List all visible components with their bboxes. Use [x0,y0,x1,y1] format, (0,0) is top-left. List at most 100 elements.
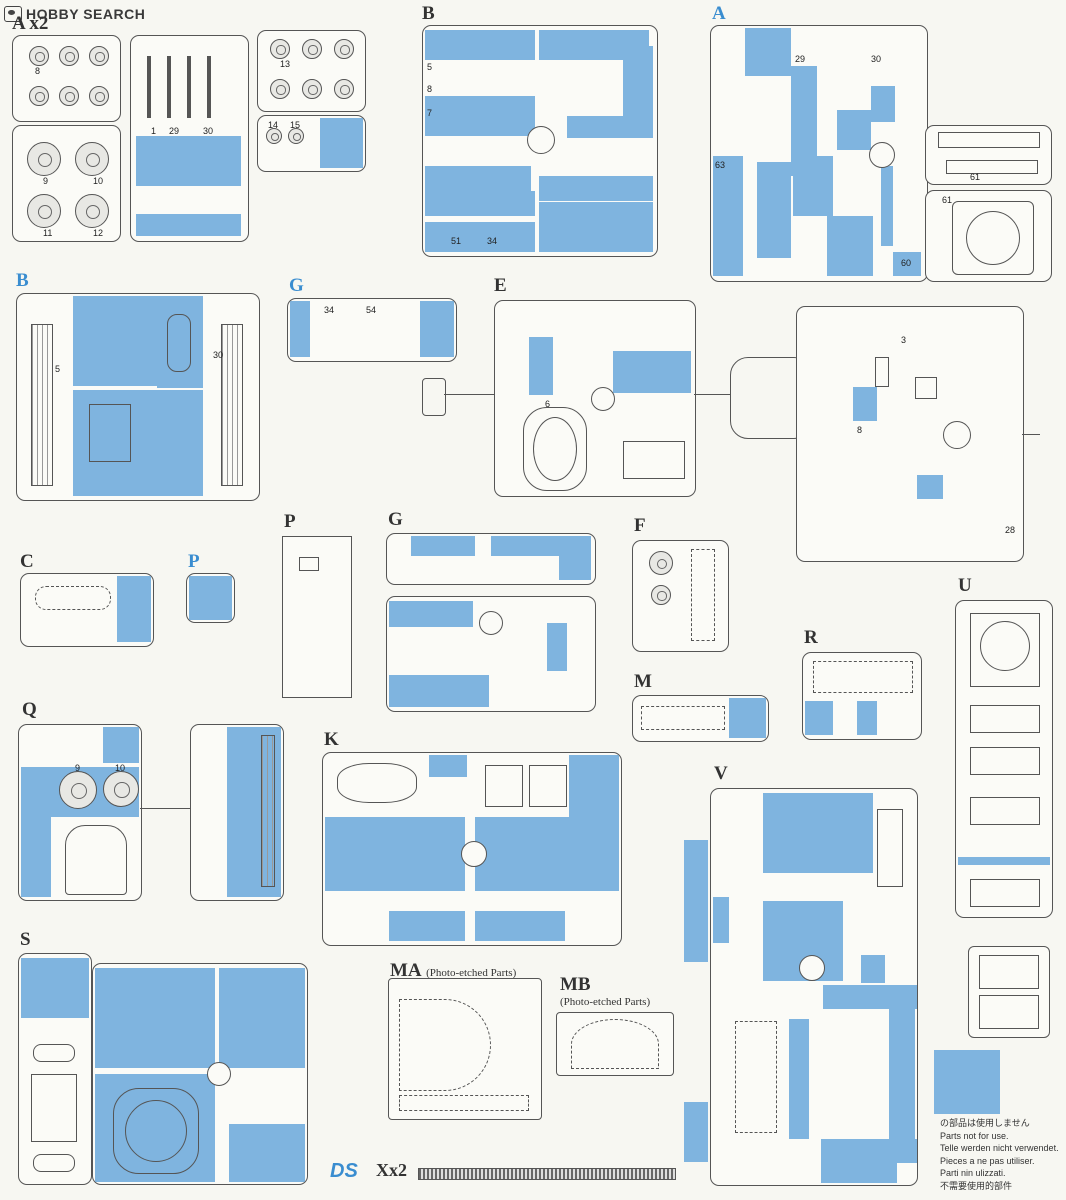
part-number: 6 [545,399,551,409]
road-wheel-icon [302,79,322,99]
sprue-s-left [18,953,92,1185]
unused-parts-area [821,1163,897,1183]
hull-strip-part [946,160,1038,174]
unused-parts-area [559,556,591,580]
unused-parts-legend-swatch [934,1050,1000,1114]
engine-deck-part [89,404,131,462]
unused-parts-area [793,156,833,216]
sprue-g-large-top [386,533,596,585]
sprue-e: 6 [494,300,696,497]
sprue-a-sprockets: 9 10 11 12 [12,125,121,242]
unused-parts-area [889,1009,915,1139]
part-number: 8 [35,66,41,76]
torsion-bar [167,56,171,118]
sprue-gate-ring [591,387,615,411]
road-wheel-icon [89,46,109,66]
legend-line-jp: の部品は使用しません [940,1118,1030,1128]
small-part [875,357,889,387]
plate-part [623,441,685,479]
track-count: Xx2 [376,1160,407,1180]
part-number: 51 [451,236,462,246]
sprue-a-hull-strip: 61 [925,125,1052,185]
part-number: 12 [93,228,104,238]
unused-parts-area [117,576,151,642]
idler-wheel-icon [75,142,109,176]
hatch-frame-part [529,765,567,807]
road-wheel-icon [29,86,49,106]
unused-parts-area [136,136,241,186]
sprue-gate-ring [479,611,503,635]
unused-parts-area [684,840,708,962]
legend-line-de: Telle werden nicht verwendet. [940,1143,1059,1153]
unused-parts-area [529,337,553,395]
torsion-bar [187,56,191,118]
part-number: 14 [268,120,279,130]
hobby-search-logo-icon [4,6,22,22]
ma-title-block: MA (Photo-etched Parts) [390,960,516,982]
part-number: 34 [324,305,335,315]
sprue-gate-ring [461,841,487,867]
sprue-v [710,788,918,1186]
unused-parts-area [684,1102,708,1162]
small-parts-row [641,706,725,730]
unused-parts-area [389,675,489,707]
unused-parts-area [958,857,1050,865]
brand-name: HOBBY SEARCH [26,6,146,22]
unused-parts-area [229,1124,305,1182]
unused-parts-area [861,955,885,983]
unused-parts-legend: の部品は使用しません Parts not for use. Telle werd… [940,1117,1059,1192]
unused-parts-area [567,116,653,138]
sprue-g-small: 34 54 [287,298,457,362]
turret-ring [980,621,1030,671]
unused-parts-area [425,222,535,252]
sprue-g-large-bottom [386,596,596,712]
plate-part [31,1074,77,1142]
turret-base-part [523,407,587,491]
unused-parts-area [917,475,943,499]
track-guard-part [261,735,275,887]
unused-parts-area [547,623,567,671]
sprue-f [632,540,729,652]
road-wheel-icon [59,46,79,66]
unused-parts-area [729,698,766,738]
engine-part [735,1021,777,1133]
turret-ring [533,417,577,481]
unused-parts-area [325,817,465,891]
return-roller-icon [266,128,282,144]
track-part [35,586,111,610]
part-number: 30 [213,350,224,360]
engine-deck-plate [970,613,1040,687]
sprue-label-e: E [494,275,507,296]
unused-parts-area [411,536,475,556]
unused-parts-area [539,202,653,252]
gear-part-icon [649,551,673,575]
unused-parts-area [827,216,873,276]
sprue-label-k: K [324,729,339,750]
part-number: 1 [151,126,157,136]
part-number: 9 [75,763,81,773]
unused-parts-area [857,701,877,735]
sprue-runner [1022,434,1040,435]
legend-line-fr: Pieces a ne pas utiliser. [940,1155,1035,1166]
sprue-a-small-wheels: 14 15 [257,115,366,172]
unused-parts-area [227,727,255,897]
unused-parts-area [157,296,203,388]
unused-parts-area [219,968,305,1028]
small-part [33,1044,75,1062]
track-guard-part [221,324,243,486]
unused-parts-area [420,301,454,357]
road-wheel-icon [270,79,290,99]
legend-line-cn: 不需要使用的部件 [940,1180,1013,1191]
sprue-gate-ring [527,126,555,154]
track-guard-part [31,324,53,486]
part-number: 7 [427,108,433,118]
unused-parts-area [713,156,743,276]
unused-parts-area [425,191,535,216]
unused-parts-area [389,601,473,627]
sprue-a-wheels-top-right: 13 [257,30,366,112]
small-part [299,557,319,571]
small-parts-column [691,549,715,641]
part-number: 61 [970,172,981,182]
sprue-label-m: M [634,671,652,692]
unused-parts-area [881,166,893,246]
